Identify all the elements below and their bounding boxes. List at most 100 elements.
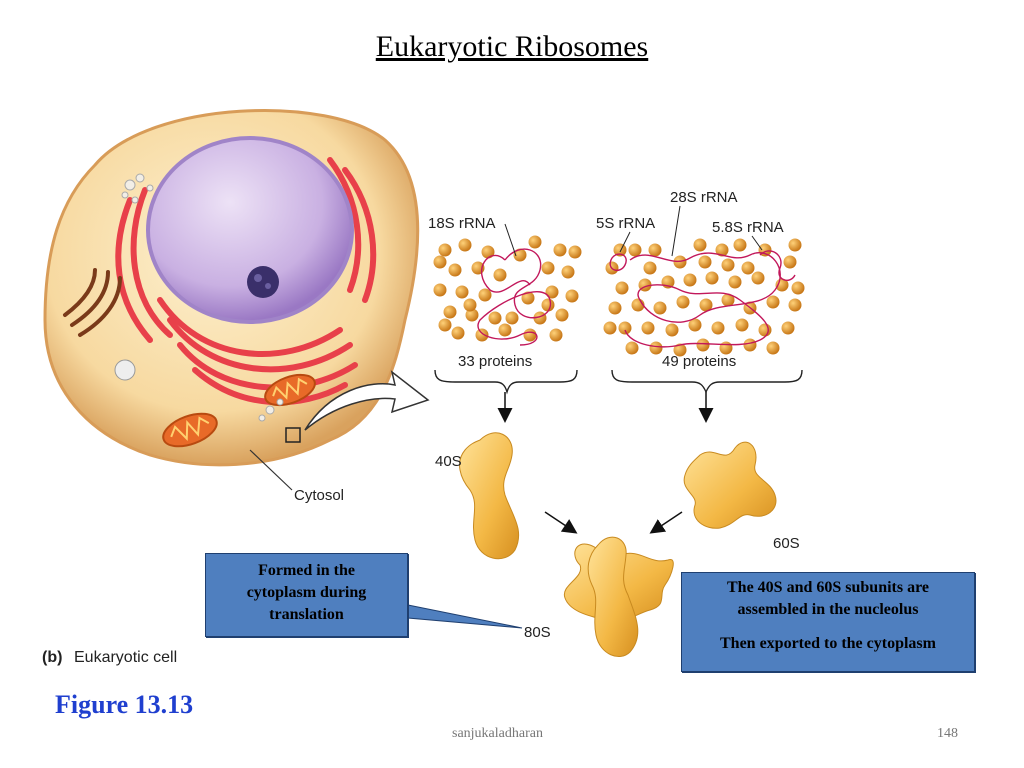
protein-bead bbox=[788, 238, 802, 252]
protein-bead bbox=[498, 323, 512, 337]
callout-left-line: cytoplasm during bbox=[246, 584, 367, 601]
vesicles bbox=[121, 173, 284, 422]
protein-bead bbox=[696, 338, 710, 352]
protein-bead bbox=[448, 263, 462, 277]
protein-bead bbox=[545, 285, 559, 299]
callout-left-line: Formed in the bbox=[258, 562, 355, 579]
protein-bead bbox=[788, 298, 802, 312]
rrna-5s-strand bbox=[609, 253, 627, 272]
protein-bead bbox=[698, 255, 712, 269]
protein-bead bbox=[553, 243, 567, 257]
protein-bead bbox=[751, 271, 765, 285]
golgi-apparatus bbox=[63, 268, 122, 337]
slide-title: Eukaryotic Ribosomes bbox=[375, 30, 649, 63]
eukaryotic-cell bbox=[43, 108, 430, 491]
protein-bead bbox=[568, 245, 582, 259]
subunit-40s-label: 40S bbox=[435, 453, 462, 470]
protein-bead bbox=[555, 308, 569, 322]
cell-caption: Eukaryotic cell bbox=[74, 649, 177, 666]
mitochondrion bbox=[162, 412, 218, 448]
mitochondrion bbox=[264, 373, 316, 407]
protein-bead bbox=[463, 298, 477, 312]
protein-bead bbox=[665, 323, 679, 337]
protein-beads-49 bbox=[603, 238, 805, 357]
protein-bead bbox=[781, 321, 795, 335]
rrna-58s-label: 5.8S rRNA bbox=[712, 219, 784, 236]
rrna-18s-label: 18S rRNA bbox=[428, 215, 496, 232]
protein-bead bbox=[615, 281, 629, 295]
protein-bead bbox=[699, 298, 713, 312]
protein-bead bbox=[693, 238, 707, 252]
callout-right: The 40S and 60S subunits are assembled i… bbox=[681, 572, 975, 672]
protein-bead bbox=[766, 341, 780, 355]
callout-left-pointer bbox=[407, 604, 523, 629]
protein-bead bbox=[488, 311, 502, 325]
proteins-33-label: 33 proteins bbox=[458, 353, 532, 370]
nucleus bbox=[146, 136, 354, 324]
protein-bead bbox=[628, 243, 642, 257]
rrna-18s-strand bbox=[477, 248, 551, 346]
protein-bead bbox=[455, 285, 469, 299]
protein-bead bbox=[653, 301, 667, 315]
figure-label: Figure 13.13 bbox=[55, 690, 194, 719]
protein-bead bbox=[603, 321, 617, 335]
protein-bead bbox=[438, 318, 452, 332]
protein-bead bbox=[433, 255, 447, 269]
protein-bead bbox=[688, 318, 702, 332]
protein-bead bbox=[766, 295, 780, 309]
protein-bead bbox=[521, 291, 535, 305]
small-subunit-components bbox=[433, 223, 582, 423]
large-subunit-components bbox=[603, 205, 805, 423]
protein-bead bbox=[475, 328, 489, 342]
protein-bead bbox=[561, 265, 575, 279]
protein-bead bbox=[676, 295, 690, 309]
protein-bead bbox=[528, 235, 542, 249]
callout-left-line: translation bbox=[269, 606, 344, 623]
protein-bead bbox=[649, 341, 663, 355]
protein-bead bbox=[481, 245, 495, 259]
protein-bead bbox=[613, 243, 627, 257]
protein-bead bbox=[465, 308, 479, 322]
protein-bead bbox=[625, 341, 639, 355]
protein-bead bbox=[443, 305, 457, 319]
protein-bead bbox=[728, 275, 742, 289]
protein-bead bbox=[541, 261, 555, 275]
protein-bead bbox=[733, 238, 747, 252]
protein-bead bbox=[721, 293, 735, 307]
cell-caption-prefix: (b) bbox=[42, 649, 62, 666]
rrna-28s-strand bbox=[624, 252, 781, 348]
protein-bead bbox=[741, 261, 755, 275]
protein-bead bbox=[643, 261, 657, 275]
protein-bead bbox=[758, 323, 772, 337]
ribosome-80s bbox=[563, 536, 674, 657]
rrna-58s-strand bbox=[759, 250, 796, 282]
protein-bead bbox=[438, 243, 452, 257]
protein-bead bbox=[565, 289, 579, 303]
ribosome-80s-label: 80S bbox=[524, 624, 551, 641]
protein-bead bbox=[735, 318, 749, 332]
protein-bead bbox=[721, 258, 735, 272]
nucleolus bbox=[247, 266, 279, 298]
protein-bead bbox=[513, 248, 527, 262]
protein-bead bbox=[618, 321, 632, 335]
rrna-28s-label: 28S rRNA bbox=[670, 189, 738, 206]
rrna-5s-label: 5S rRNA bbox=[596, 215, 655, 232]
callout-right-line: The 40S and 60S subunits are bbox=[727, 579, 929, 596]
cytosol-label: Cytosol bbox=[294, 487, 344, 504]
magnify-arrow bbox=[304, 370, 430, 431]
protein-bead bbox=[791, 281, 805, 295]
protein-bead bbox=[493, 268, 507, 282]
protein-bead bbox=[641, 321, 655, 335]
protein-bead bbox=[715, 243, 729, 257]
protein-bead bbox=[505, 311, 519, 325]
arrow-40s-to-80s bbox=[544, 511, 578, 534]
callout-left: Formed in the cytoplasm during translati… bbox=[205, 553, 408, 637]
large-subunit-brace bbox=[611, 369, 803, 394]
subunit-60s-label: 60S bbox=[773, 535, 800, 552]
vesicle bbox=[114, 359, 136, 381]
callout-right-line: Then exported to the cytoplasm bbox=[720, 635, 936, 652]
proteins-49-label: 49 proteins bbox=[662, 353, 736, 370]
page-number: 148 bbox=[937, 726, 958, 741]
cytosol-sample-box bbox=[285, 427, 301, 443]
